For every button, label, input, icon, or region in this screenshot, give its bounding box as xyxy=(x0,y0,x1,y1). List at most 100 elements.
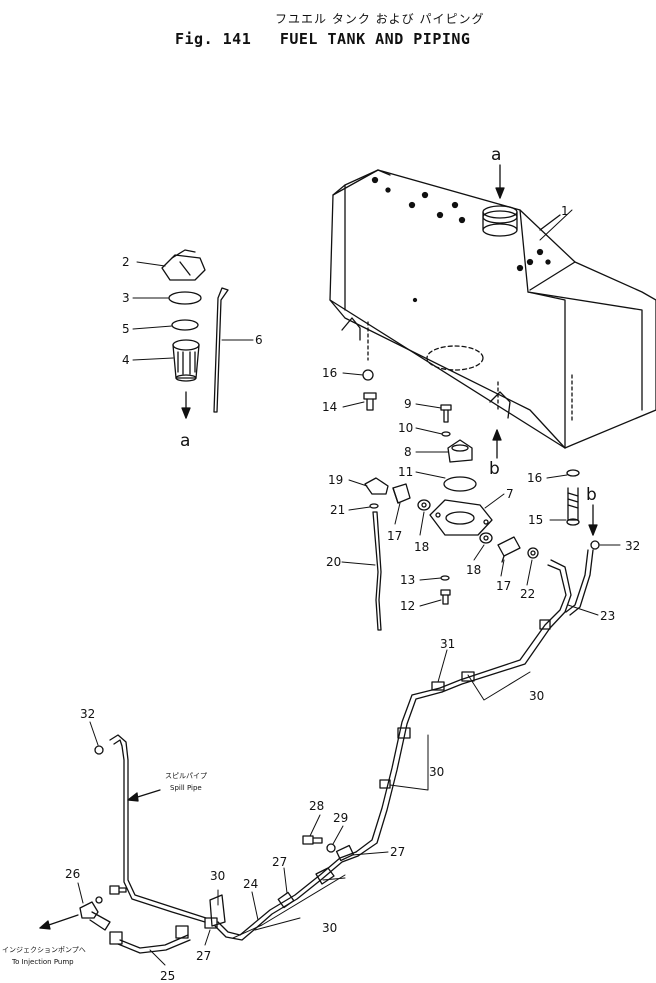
bolt-9 xyxy=(440,404,452,423)
fitting-18a xyxy=(417,499,431,511)
view-label-b-right: b xyxy=(586,485,597,505)
spill-pipe-jp-label: スピルパイプ xyxy=(165,772,207,780)
washer-10 xyxy=(441,431,451,437)
gasket-11 xyxy=(443,476,477,492)
callout-17-left: 17 xyxy=(387,529,402,543)
level-gauge-6 xyxy=(213,287,229,413)
bolt-15 xyxy=(566,487,580,526)
figure-title-text: FUEL TANK AND PIPING xyxy=(279,30,471,48)
callout-16-right: 16 xyxy=(527,471,542,485)
callout-8: 8 xyxy=(404,445,412,459)
callout-24: 24 xyxy=(243,877,258,891)
callout-1: 1 xyxy=(561,204,569,218)
spill-pipe-en-label: Spill Pipe xyxy=(170,784,202,792)
clamp-30b2 xyxy=(379,779,391,789)
pipe-20 xyxy=(372,511,382,631)
callout-5: 5 xyxy=(122,322,130,336)
hose-17a xyxy=(392,483,411,504)
washer-29 xyxy=(326,843,336,853)
washer-13 xyxy=(440,575,450,581)
washer-21 xyxy=(369,503,379,509)
injection-pump-en-label: To Injection Pump xyxy=(11,958,74,966)
callout-32-left: 32 xyxy=(80,707,95,721)
callout-11: 11 xyxy=(398,465,413,479)
callout-6: 6 xyxy=(255,333,263,347)
pipe-23 xyxy=(439,549,594,693)
nut-32-left xyxy=(94,745,104,755)
cover-7 xyxy=(429,499,493,536)
callout-29: 29 xyxy=(333,811,348,825)
bolt-12 xyxy=(440,589,451,605)
callout-18-left: 18 xyxy=(414,540,429,554)
washer-16a xyxy=(362,369,374,381)
view-arrow-b-right xyxy=(588,504,598,536)
callout-27-middle: 27 xyxy=(272,855,287,869)
view-arrow-b-bottom xyxy=(492,429,502,459)
snap-ring-5 xyxy=(171,319,199,331)
view-label-a-top: a xyxy=(491,145,501,165)
bolt-28 xyxy=(302,835,323,845)
callout-21: 21 xyxy=(330,503,345,517)
pipe-feed-long xyxy=(355,687,443,857)
figure-number: Fig. 141 xyxy=(175,30,252,48)
callout-14: 14 xyxy=(322,400,337,414)
view-arrow-a-top xyxy=(495,164,505,199)
callout-18-right: 18 xyxy=(466,563,481,577)
callout-4: 4 xyxy=(122,353,130,367)
callout-15: 15 xyxy=(528,513,543,527)
callout-23: 23 xyxy=(600,609,615,623)
clamp-30b xyxy=(397,727,411,739)
callout-27-right: 27 xyxy=(390,845,405,859)
callout-22: 22 xyxy=(520,587,535,601)
strainer-4 xyxy=(172,339,200,382)
bolt-26b xyxy=(109,885,127,895)
callout-17-right: 17 xyxy=(496,579,511,593)
banjo-fitting xyxy=(315,867,335,885)
pipe-24 xyxy=(214,851,359,941)
callout-20: 20 xyxy=(326,555,341,569)
view-label-b-bottom: b xyxy=(489,459,500,479)
callout-19: 19 xyxy=(328,473,343,487)
clamp-30a xyxy=(461,671,475,682)
washer-16b xyxy=(566,469,580,477)
callout-26: 26 xyxy=(65,867,80,881)
filler-cap xyxy=(161,249,206,281)
fuel-tank xyxy=(329,169,656,449)
callout-30-lower: 30 xyxy=(322,921,337,935)
o-ring-3 xyxy=(168,291,202,305)
view-arrow-a-left xyxy=(181,391,191,419)
hose-17b xyxy=(497,536,521,563)
clamp-23 xyxy=(539,619,551,630)
callout-12: 12 xyxy=(400,599,415,613)
callout-30-upper: 30 xyxy=(529,689,544,703)
callout-28: 28 xyxy=(309,799,324,813)
callout-3: 3 xyxy=(122,291,130,305)
sender-8 xyxy=(447,439,473,463)
injection-pump-jp-label: インジェクションポンプへ xyxy=(2,946,86,954)
bolt-14 xyxy=(363,392,377,411)
figure-title: Fig. 141 FUEL TANK AND PIPING xyxy=(175,30,470,48)
callout-30-block: 30 xyxy=(210,869,225,883)
fitting-22 xyxy=(527,547,539,559)
spill-pipe xyxy=(109,734,207,923)
elbow-26 xyxy=(79,901,111,931)
spill-pipe-arrow xyxy=(127,789,161,802)
callout-2: 2 xyxy=(122,255,130,269)
pipe-25 xyxy=(109,925,191,954)
leader-lines xyxy=(77,209,621,966)
view-label-a-left: a xyxy=(180,431,190,451)
callout-31: 31 xyxy=(440,637,455,651)
callout-10: 10 xyxy=(398,421,413,435)
callout-16-left: 16 xyxy=(322,366,337,380)
callout-9: 9 xyxy=(404,397,412,411)
injection-pump-arrow xyxy=(39,914,79,930)
callout-30-middle: 30 xyxy=(429,765,444,779)
fitting-18b xyxy=(479,532,493,544)
fitting-27b xyxy=(277,891,295,909)
callout-7: 7 xyxy=(506,487,514,501)
callout-25: 25 xyxy=(160,969,175,983)
nut-32-right xyxy=(590,540,600,550)
callout-13: 13 xyxy=(400,573,415,587)
callout-32-right: 32 xyxy=(625,539,640,553)
